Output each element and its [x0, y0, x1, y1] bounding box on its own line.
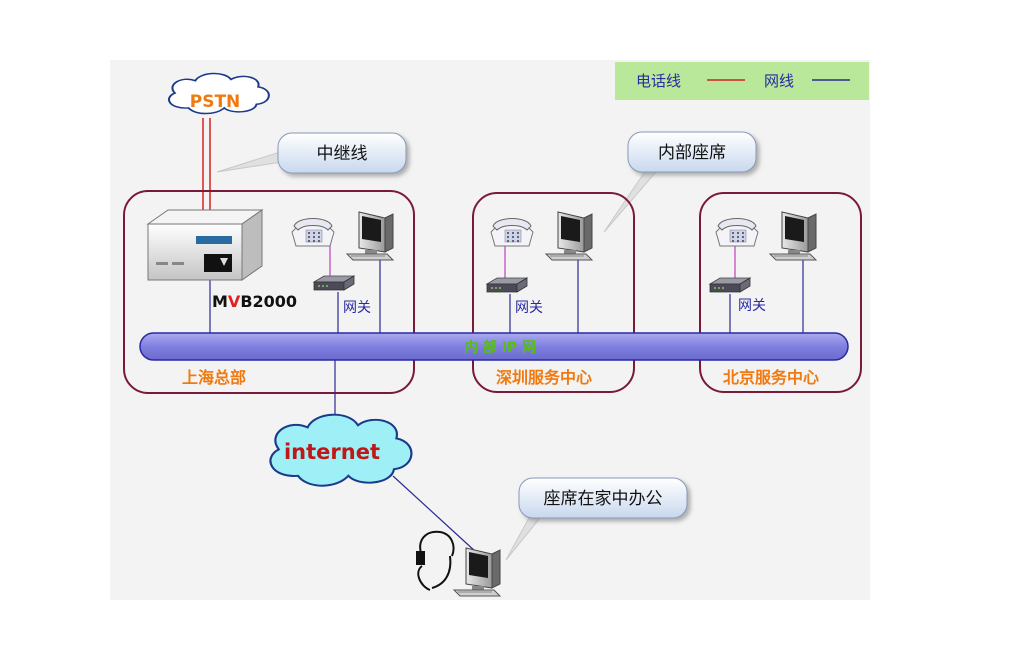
site-frame-beijing: [699, 192, 862, 393]
mvb2000-server: [146, 209, 264, 281]
headset-icon: [416, 530, 455, 591]
gateway-icon-beijing: [709, 277, 751, 293]
internal-ip-network-bar: 内 部 IP 网: [139, 332, 849, 361]
internal-ip-network-label: 内 部 IP 网: [464, 339, 536, 356]
trunk-line-callout: 中继线: [277, 132, 407, 174]
trunk-line-callout-text: 中继线: [317, 144, 368, 164]
phone-icon-shenzhen: [490, 218, 534, 247]
legend-phone-line-label: 电话线: [636, 72, 681, 90]
pstn-cloud: PSTN: [167, 72, 270, 115]
site-frame-shanghai: [123, 190, 415, 394]
gateway-label-shenzhen: 网关: [515, 300, 543, 316]
phone-icon-shanghai: [291, 218, 335, 247]
pstn-label: PSTN: [190, 92, 241, 112]
legend: 电话线 网线: [615, 62, 869, 100]
gateway-label-beijing: 网关: [738, 298, 766, 314]
legend-network-line-label: 网线: [764, 72, 794, 90]
diagram-background: [110, 60, 870, 600]
home-office-callout-text: 座席在家中办公: [544, 489, 663, 509]
internal-seats-callout-text: 内部座席: [658, 143, 726, 163]
gateway-label-shanghai: 网关: [343, 300, 371, 316]
site-label-beijing: 北京服务中心: [723, 368, 819, 387]
internet-cloud: internet: [269, 413, 413, 487]
gateway-icon-shanghai: [313, 275, 355, 291]
device-name: MVB2000: [212, 292, 297, 311]
legend-background: [615, 62, 869, 100]
site-label-shanghai: 上海总部: [182, 368, 246, 387]
network-lines: [209, 244, 804, 553]
gateway-icon-shenzhen: [486, 277, 528, 293]
site-label-shenzhen: 深圳服务中心: [496, 368, 592, 387]
internal-seats-callout: 内部座席: [627, 131, 757, 173]
internet-label: internet: [284, 440, 380, 464]
site-frame-shenzhen: [472, 192, 635, 393]
home-office-callout: 座席在家中办公: [518, 477, 688, 519]
phone-icon-beijing: [715, 218, 759, 247]
